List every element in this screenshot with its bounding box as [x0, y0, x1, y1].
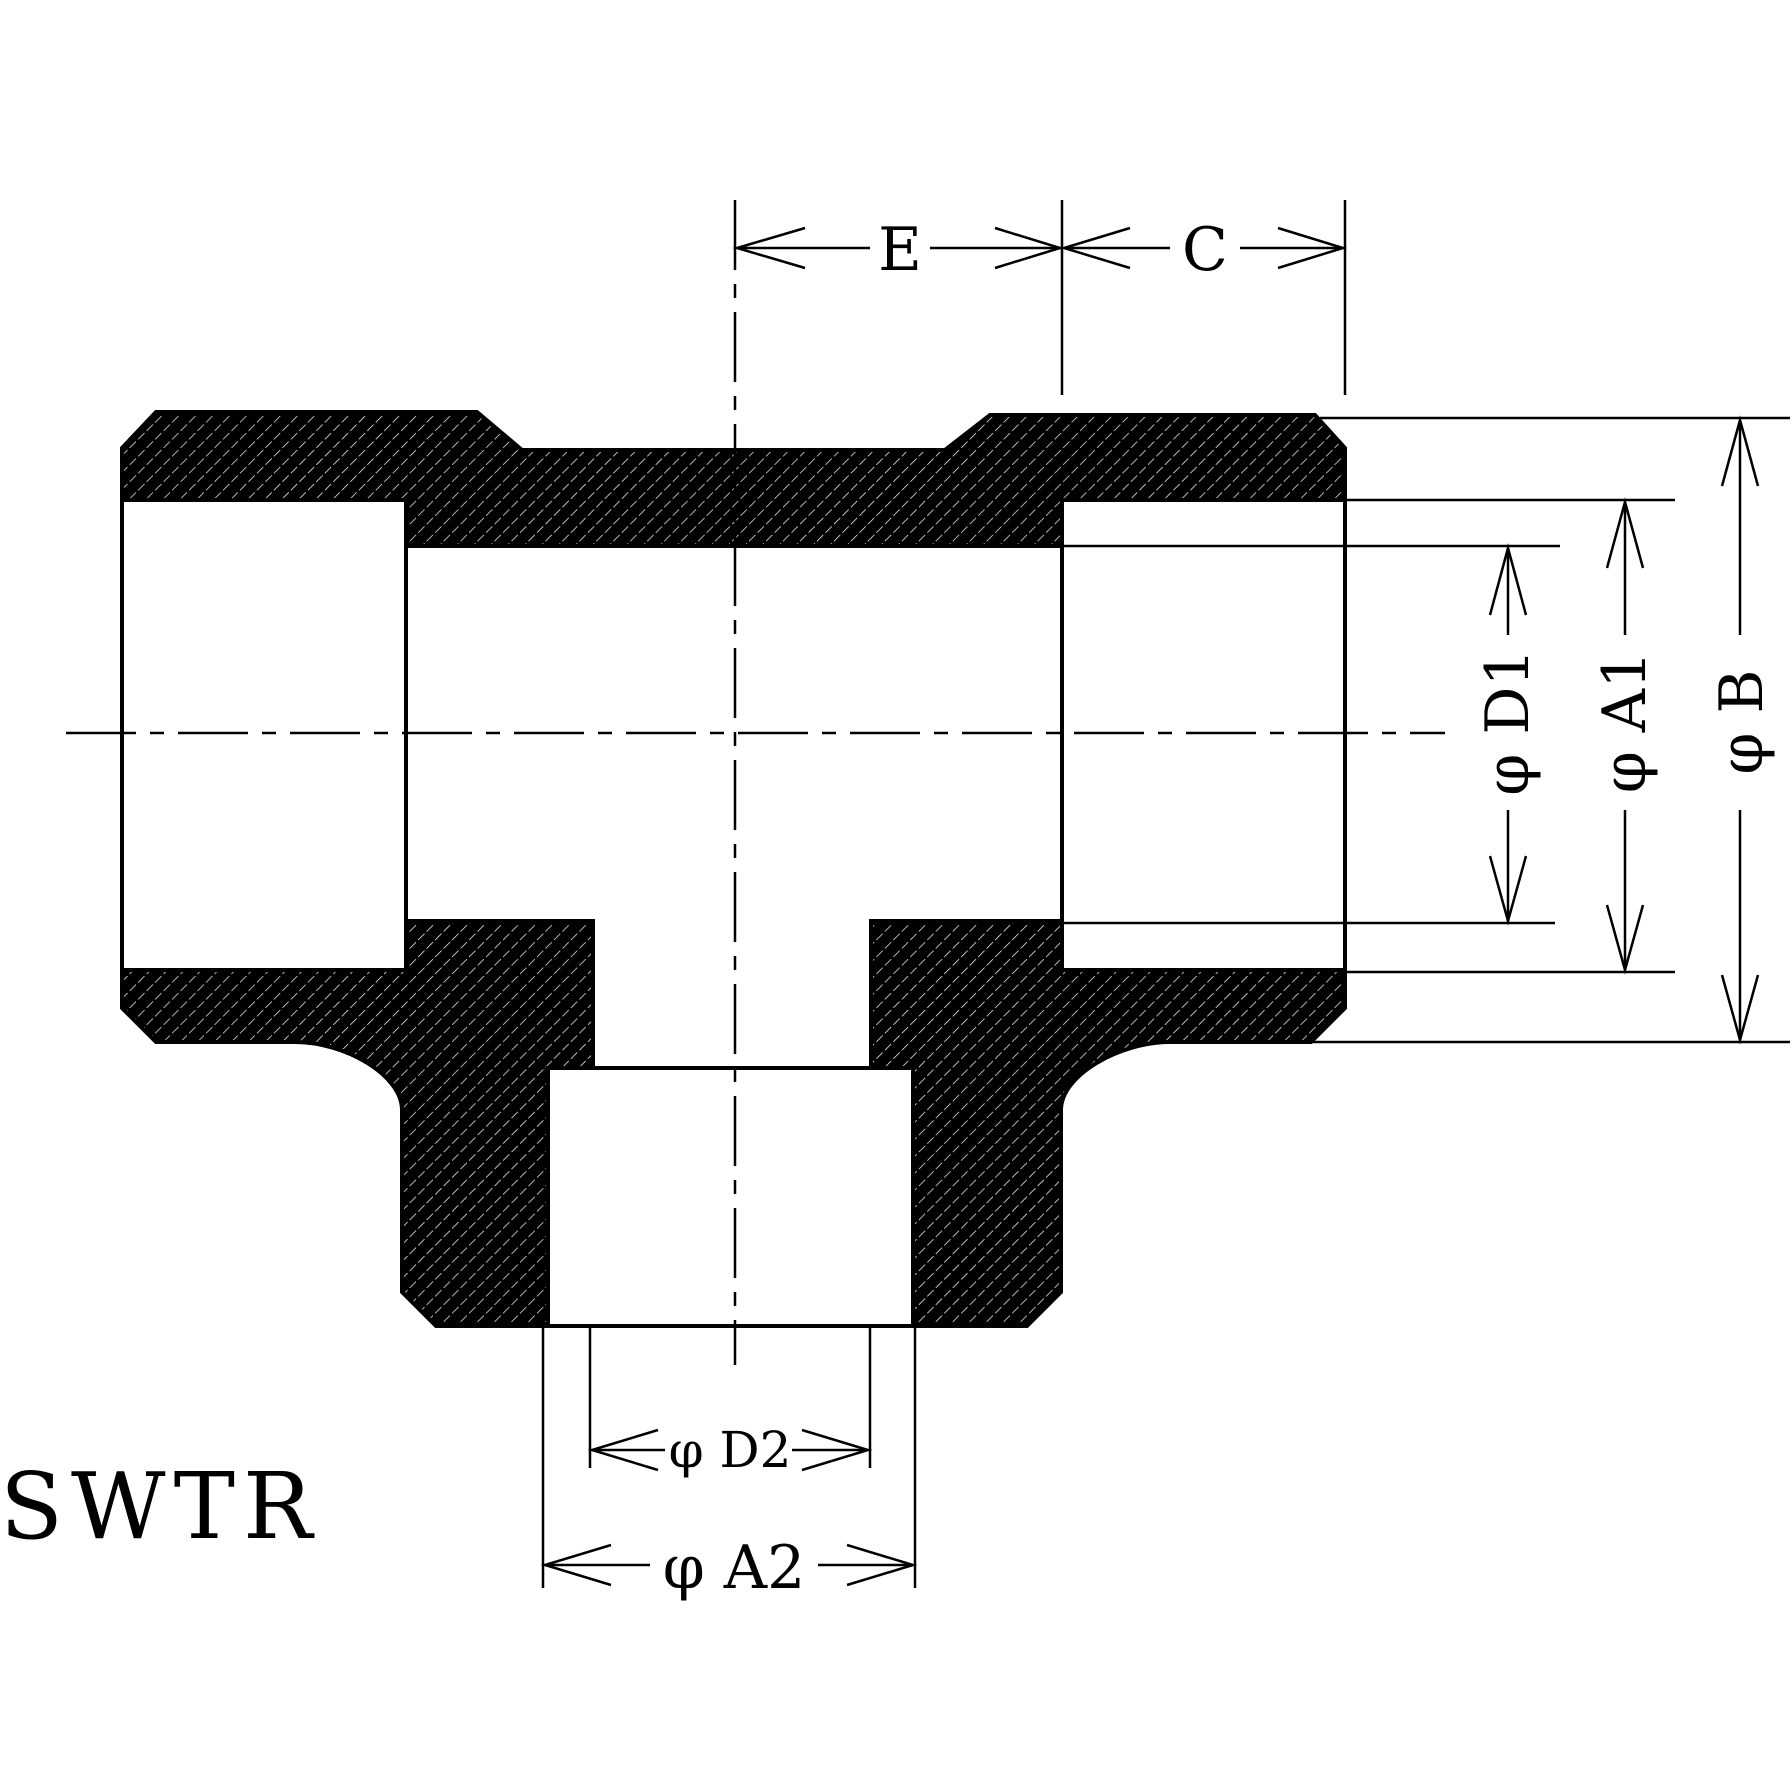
- dim-label-a1: φ A1: [1590, 651, 1660, 794]
- top-wall: [120, 410, 1347, 548]
- dim-label-c: C: [1182, 215, 1228, 285]
- extension-lines: [541, 200, 1790, 1588]
- dim-label-d1: φ D1: [1473, 648, 1543, 795]
- bore-outlines: [120, 500, 1347, 1328]
- drawing-title: SWTR: [0, 1453, 320, 1560]
- bottom-right-wall: [869, 919, 1347, 1328]
- dim-label-b: φ B: [1707, 669, 1777, 774]
- dim-label-e: E: [878, 215, 922, 285]
- bottom-left-wall: [120, 919, 595, 1328]
- centre-lines: [66, 200, 1445, 1365]
- tee-body-section: [120, 410, 1347, 1328]
- dimension-lines: [540, 226, 1760, 1587]
- dim-label-a2: φ A2: [663, 1533, 806, 1603]
- dim-label-d2: φ D2: [669, 1421, 792, 1479]
